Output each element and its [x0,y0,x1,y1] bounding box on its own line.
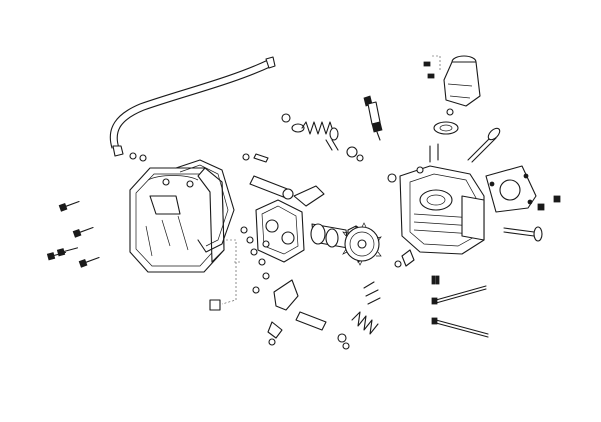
cylinder-head-cover [129,167,225,273]
valve-spring-lower [267,281,381,350]
cover-bolts [46,200,100,268]
fittings [394,249,415,268]
head-studs [537,195,561,211]
spark-plug [363,95,383,141]
rocker-arms [250,185,325,311]
washers [240,226,260,294]
inlet-o-ring [433,121,459,135]
cover-gasket [175,159,235,253]
cam-sprocket [342,222,382,266]
long-studs [431,285,489,338]
assembly-guide-lines [209,239,240,311]
valve-upper [467,127,501,163]
cylinder-head [387,143,485,255]
head-gasket [485,165,537,213]
rocker-shaft [242,153,294,200]
valve-spring-upper [281,113,364,162]
camshaft [310,223,365,263]
camshaft-holder [255,199,305,263]
dowel-pins [431,275,440,285]
breather-hose [109,56,276,162]
valve-lower [503,226,543,242]
inlet-manifold [423,55,481,116]
